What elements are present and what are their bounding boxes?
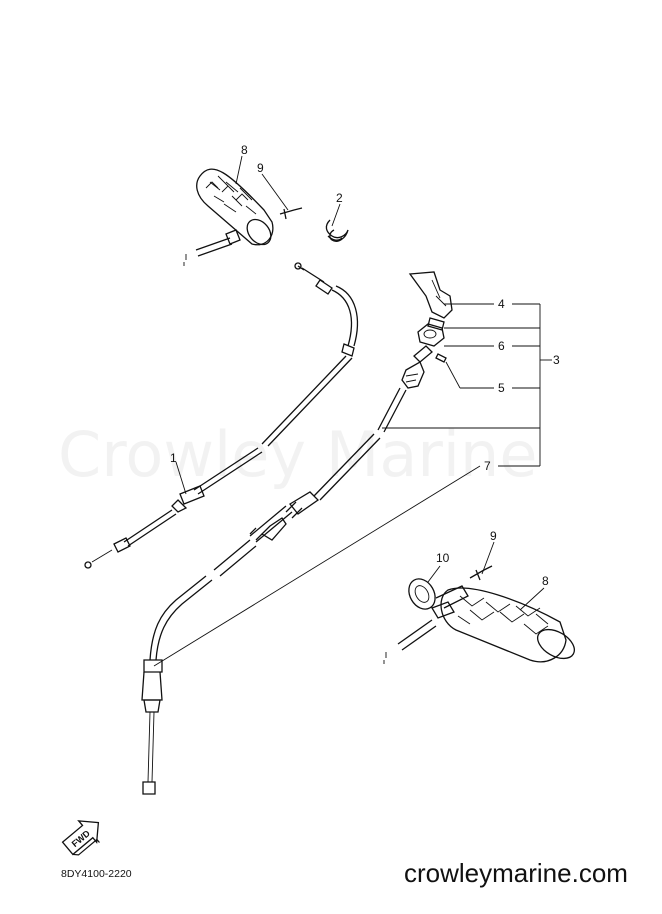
- fwd-arrow-icon: FWD: [61, 820, 100, 856]
- clip-2: [325, 219, 349, 242]
- grip-top: [183, 168, 274, 266]
- callout-9-bottom: 9: [490, 529, 497, 543]
- callout-1: 1: [170, 451, 177, 465]
- callout-8-bottom: 8: [542, 574, 549, 588]
- callout-5: 5: [498, 381, 505, 395]
- callout-6: 6: [498, 339, 505, 353]
- watermark: Crowley Marine: [58, 418, 537, 491]
- callout-4: 4: [498, 297, 505, 311]
- screw-5: [435, 353, 447, 363]
- screw-bottom: [469, 565, 493, 581]
- callout-8-top: 8: [241, 143, 248, 157]
- callout-2: 2: [336, 191, 343, 205]
- cable-7: [141, 345, 433, 795]
- callout-9-top: 9: [257, 161, 264, 175]
- site-label: crowleymarine.com: [404, 858, 628, 888]
- collar-10: [408, 578, 436, 610]
- leader-lines: [153, 155, 552, 667]
- collar: [427, 317, 445, 331]
- callout-7: 7: [484, 459, 491, 473]
- callout-3: 3: [553, 353, 560, 367]
- drawing-code: 8DY4100-2220: [61, 868, 132, 880]
- cable-1: [84, 262, 358, 569]
- callout-10: 10: [436, 551, 450, 565]
- lever-4: [408, 271, 453, 319]
- screw-top: [279, 207, 303, 220]
- grip-bottom: [383, 585, 575, 664]
